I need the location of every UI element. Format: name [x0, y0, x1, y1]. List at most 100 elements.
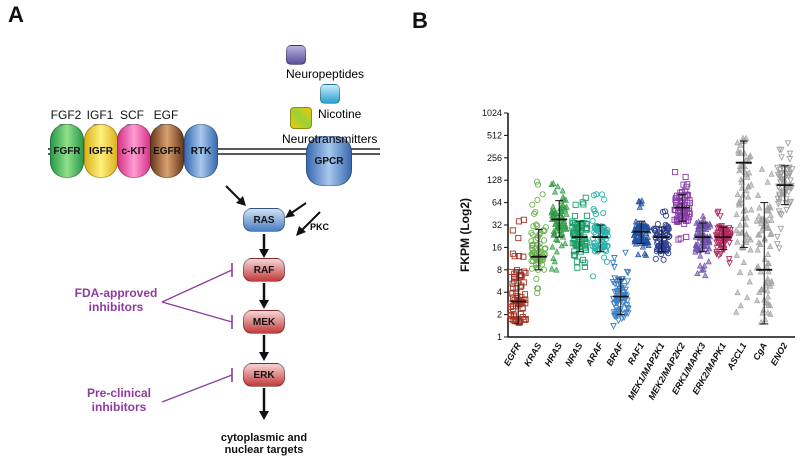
targets-label: cytoplasmic and nuclear targets — [220, 432, 308, 456]
data-point — [735, 229, 742, 236]
y-tick-label: 256 — [487, 153, 502, 163]
data-point — [783, 170, 791, 178]
data-point — [785, 164, 793, 172]
data-point — [786, 155, 794, 163]
data-point — [745, 183, 752, 190]
data-point — [507, 303, 514, 310]
data-point — [742, 221, 749, 228]
data-point — [767, 310, 774, 317]
data-point — [621, 283, 628, 290]
data-point — [758, 318, 765, 325]
data-point — [694, 269, 701, 276]
data-point — [550, 207, 558, 214]
rtk-ras-arrow — [225, 185, 243, 203]
data-point — [764, 287, 771, 294]
y-tick-label: 32 — [492, 220, 502, 230]
data-point — [760, 306, 767, 313]
data-point — [601, 243, 608, 250]
data-point — [531, 210, 538, 217]
neurotransmitters-icon — [290, 107, 312, 129]
data-point — [636, 203, 643, 210]
data-point — [726, 240, 733, 247]
pathway-node-ras: RAS — [243, 208, 285, 232]
data-point — [642, 251, 650, 258]
y-tick-label: 64 — [492, 198, 502, 208]
data-point — [609, 260, 617, 267]
data-point — [768, 230, 775, 237]
data-point — [768, 216, 775, 223]
x-tick-label: ARAF — [583, 341, 605, 369]
data-point — [552, 235, 560, 242]
data-point — [774, 233, 781, 241]
receptor-ckit-label: c-KIT — [121, 145, 147, 157]
data-point — [737, 302, 744, 309]
data-point — [610, 312, 618, 320]
data-point — [604, 242, 611, 249]
data-point — [534, 196, 541, 204]
data-point — [733, 251, 740, 258]
data-point — [615, 317, 622, 325]
data-point — [765, 268, 772, 275]
y-tick-label: 4 — [497, 287, 502, 297]
pathway-node-erk: ERK — [243, 363, 285, 387]
data-point — [735, 201, 743, 208]
data-point — [681, 216, 688, 223]
data-point — [611, 255, 618, 262]
data-point — [624, 305, 632, 313]
x-tick-label: ENO2 — [769, 341, 790, 367]
data-point — [534, 285, 542, 292]
preclinical-inhibitors-label: Pre-clinical inhibitors — [86, 386, 152, 414]
nicotine-label: Nicotine — [318, 107, 362, 121]
data-point — [672, 196, 679, 203]
data-point — [773, 241, 781, 248]
data-point — [693, 219, 700, 226]
data-point — [553, 266, 560, 273]
data-point — [509, 250, 516, 257]
data-point — [520, 253, 527, 260]
gpcr-ras-arrow — [289, 202, 307, 215]
data-point — [762, 316, 769, 323]
erk-label: ERK — [253, 369, 275, 381]
data-point — [612, 299, 620, 307]
raf-label: RAF — [253, 264, 275, 276]
data-point — [522, 316, 529, 323]
data-point — [740, 214, 747, 221]
data-point — [589, 273, 597, 280]
data-point — [788, 182, 795, 190]
fda-inhibitor-raf-line — [161, 269, 233, 303]
data-point — [780, 180, 788, 188]
data-point — [655, 243, 662, 250]
ligand-label-egf: EGF — [153, 108, 179, 122]
receptor-igfr: IGFR — [84, 124, 118, 178]
data-point — [682, 173, 689, 181]
data-point — [714, 208, 722, 216]
data-point — [592, 211, 599, 218]
data-point — [745, 193, 752, 200]
data-point — [583, 225, 590, 232]
data-point — [757, 268, 764, 275]
data-point — [581, 263, 588, 270]
data-point — [528, 257, 535, 265]
x-tick-label: RAF1 — [626, 341, 646, 366]
data-point — [662, 208, 669, 215]
data-point — [775, 183, 782, 191]
data-point — [656, 235, 664, 242]
data-point — [615, 308, 622, 316]
data-point — [591, 208, 598, 215]
data-point — [551, 188, 559, 195]
x-tick-label: CgA — [751, 341, 769, 362]
data-point — [746, 153, 753, 160]
nicotine-cube — [320, 84, 340, 104]
data-point — [582, 246, 590, 253]
data-point — [696, 262, 704, 269]
data-point — [622, 310, 630, 318]
data-point — [786, 150, 794, 158]
data-point — [552, 220, 559, 227]
data-point — [785, 189, 793, 196]
data-point — [519, 304, 526, 311]
data-point — [539, 191, 546, 198]
data-point — [775, 245, 783, 252]
data-point — [665, 242, 672, 249]
data-point — [725, 256, 733, 263]
ligand-label-fgf2: FGF2 — [50, 108, 82, 122]
